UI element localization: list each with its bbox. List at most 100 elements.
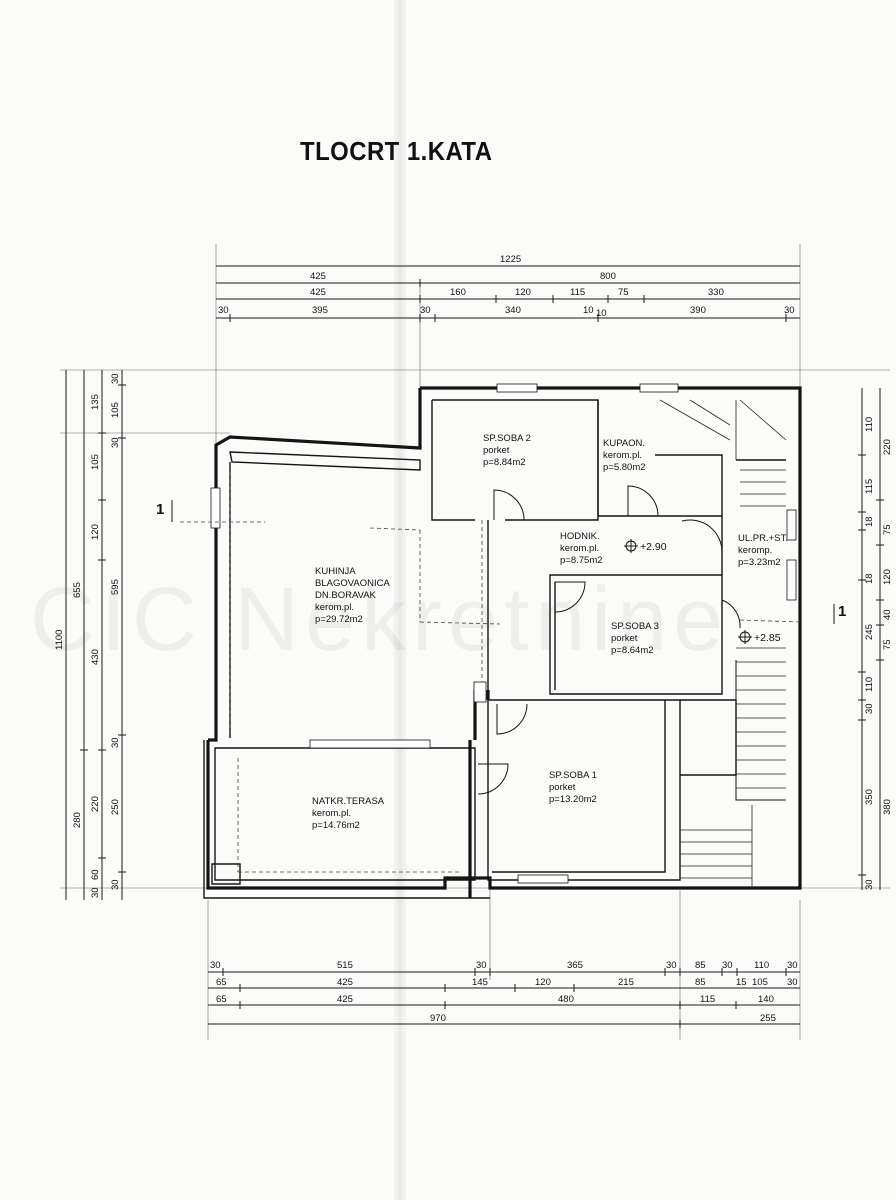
- room-sp-soba-2: SP.SOBA 2 porket p=8.84m2: [483, 433, 531, 468]
- stairs: [659, 399, 787, 888]
- watermark: CIC Nekretnine: [30, 570, 729, 670]
- room-hodnik: HODNIK. kerom.pl. p=8.75m2: [560, 531, 603, 566]
- dim-text: 120: [515, 287, 531, 298]
- dim-text: 18: [864, 516, 875, 527]
- dim-text: 30: [787, 960, 798, 971]
- top-dimensions: 1225 425 800 425 160 120 115 75 330 30 3…: [218, 254, 795, 319]
- section-marker-left: 1: [156, 501, 164, 518]
- dim-text: 655: [72, 582, 83, 598]
- windows: [210, 383, 797, 884]
- dim-text: 135: [90, 394, 101, 410]
- room-name: SP.SOBA 3: [611, 621, 659, 632]
- dim-text: 110: [864, 677, 875, 692]
- dim-text: 220: [882, 439, 893, 455]
- dim-text: 515: [337, 960, 353, 971]
- dim-text: 970: [430, 1013, 446, 1024]
- level-label-hallway: +2.90: [640, 541, 667, 553]
- plan-title: TLOCRT 1.KATA: [300, 136, 493, 166]
- right-dimension-lines: [858, 388, 884, 890]
- bottom-dimensions: 30 515 30 365 30 85 30 110 30 65 425 145…: [210, 960, 798, 1024]
- dim-text: 390: [690, 305, 706, 316]
- room-name: KUHINJA: [315, 566, 356, 577]
- right-dimensions: 110 115 18 18 245 110 30 350 30 220 75 1…: [864, 417, 893, 890]
- dim-text: 30: [476, 960, 487, 971]
- dim-text: 220: [90, 796, 101, 812]
- dim-text: 425: [310, 271, 326, 282]
- room-ul-pr-st: UL.PR.+ST. keromp. p=3.23m2: [738, 533, 788, 568]
- dim-text: 60: [90, 869, 101, 880]
- dim-text: 120: [90, 524, 101, 540]
- room-area: p=8.64m2: [611, 645, 654, 656]
- dim-text: 800: [600, 271, 616, 282]
- room-sp-soba-3: SP.SOBA 3 porket p=8.64m2: [611, 621, 659, 656]
- room-floor: kerom.pl.: [312, 808, 351, 819]
- dim-text: 30: [420, 305, 431, 316]
- room-area: p=14.76m2: [312, 820, 360, 831]
- dim-text: 120: [882, 569, 893, 585]
- room-floor: kerom.pl.: [560, 543, 599, 554]
- left-dimensions: 1100 655 280 135 105 120 430 220 60 30 3…: [54, 373, 121, 898]
- dim-text: 10: [583, 305, 594, 316]
- paper-fold: [393, 0, 407, 1200]
- dim-text: 145: [472, 977, 488, 988]
- dim-text: 250: [110, 799, 121, 815]
- dim-text: 30: [864, 703, 875, 714]
- dim-text: 115: [864, 479, 875, 494]
- section-marker-right: 1: [838, 603, 846, 620]
- doors: [477, 485, 741, 795]
- room-kuhinja: KUHINJA BLAGOVAONICA DN.BORAVAK kerom.pl…: [315, 566, 390, 625]
- left-dimension-lines: [65, 370, 126, 900]
- room-floor: keromp.: [738, 545, 772, 556]
- room-area: p=8.75m2: [560, 555, 603, 566]
- dim-text: 245: [864, 624, 875, 640]
- room-floor: porket: [483, 445, 510, 456]
- dim-text: 75: [618, 287, 629, 298]
- room-area: p=3.23m2: [738, 557, 781, 568]
- dim-text: 105: [90, 454, 101, 470]
- dim-text: 110: [864, 417, 875, 432]
- dim-text: 30: [110, 879, 121, 890]
- room-name: NATKR.TERASA: [312, 796, 385, 807]
- dim-text: 75: [882, 524, 893, 535]
- dim-text: 10: [596, 308, 607, 319]
- dim-text: 120: [535, 977, 551, 988]
- dim-text: 30: [90, 887, 101, 898]
- dim-text: 30: [110, 373, 121, 384]
- dim-text: 110: [754, 960, 769, 971]
- dim-text: 340: [505, 305, 521, 316]
- dim-text: 30: [722, 960, 733, 971]
- dim-text: 15: [736, 977, 747, 988]
- room-name: SP.SOBA 2: [483, 433, 531, 444]
- room-area: p=29.72m2: [315, 614, 363, 625]
- room-name-2: BLAGOVAONICA: [315, 578, 390, 589]
- dim-text: 30: [110, 737, 121, 748]
- dim-text: 215: [618, 977, 634, 988]
- dim-text: 40: [882, 609, 893, 620]
- dim-text: 30: [784, 305, 795, 316]
- section-lines: [171, 472, 835, 873]
- room-name: HODNIK.: [560, 531, 600, 542]
- dim-text: 30: [666, 960, 677, 971]
- top-dimension-lines: [216, 265, 800, 322]
- dim-text: 105: [110, 402, 121, 418]
- room-floor: kerom.pl.: [603, 450, 642, 461]
- room-floor: porket: [611, 633, 638, 644]
- dim-text: 480: [558, 994, 574, 1005]
- room-sp-soba-1: SP.SOBA 1 porket p=13.20m2: [549, 770, 597, 805]
- dim-text: 75: [882, 639, 893, 650]
- dim-text: 30: [218, 305, 229, 316]
- dim-text: 65: [216, 977, 227, 988]
- room-area: p=5.80m2: [603, 462, 646, 473]
- room-name: SP.SOBA 1: [549, 770, 597, 781]
- dim-text: 380: [882, 799, 893, 815]
- room-name: KUPAON.: [603, 438, 645, 449]
- level-symbol-2: [738, 630, 752, 644]
- dim-text: 30: [110, 437, 121, 448]
- dim-text: 330: [708, 287, 724, 298]
- room-area: p=8.84m2: [483, 457, 526, 468]
- room-natkr-terasa: NATKR.TERASA kerom.pl. p=14.76m2: [312, 796, 385, 831]
- level-label-stairs: +2.85: [754, 632, 781, 644]
- dim-text: 595: [110, 579, 121, 595]
- dim-text: 425: [337, 977, 353, 988]
